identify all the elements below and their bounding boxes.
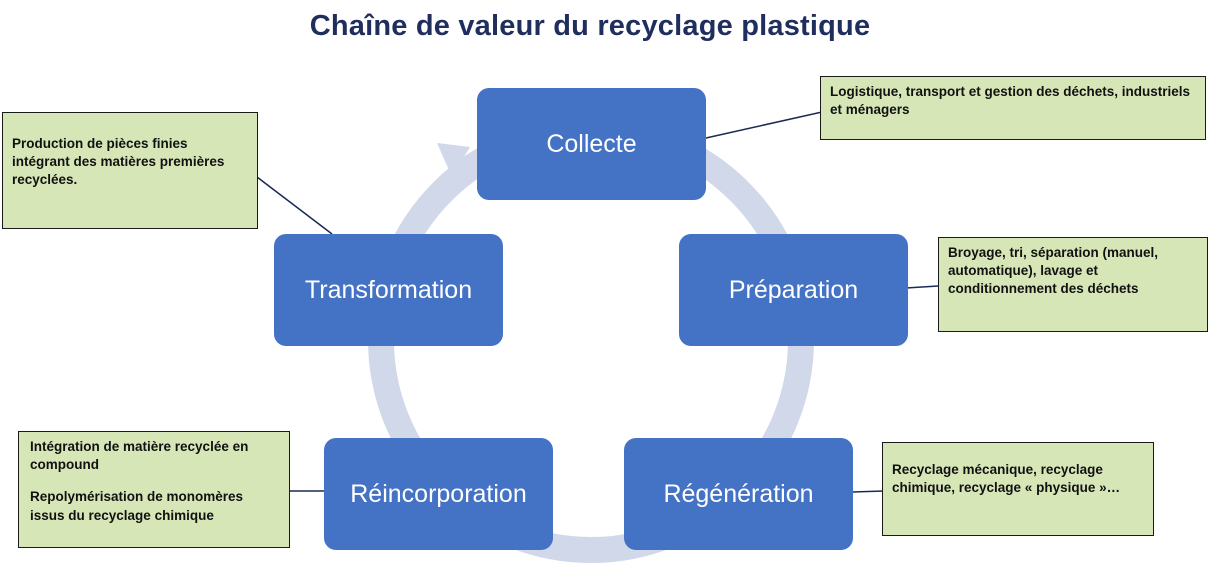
connector-collecte: [705, 111, 823, 139]
connector-regeneration: [851, 490, 885, 493]
note-transformation-text: Production de pièces finies intégrant de…: [12, 136, 225, 188]
note-regeneration-text: Recyclage mécanique, recyclage chimique,…: [892, 462, 1121, 496]
step-transformation: Transformation: [274, 234, 503, 346]
step-preparation: Préparation: [679, 234, 908, 346]
step-reincorporation: Réincorporation: [324, 438, 553, 550]
note-reincorporation-text-2: Repolymérisation de monomères issus du r…: [30, 489, 244, 523]
step-collecte: Collecte: [477, 88, 706, 200]
note-regeneration: Recyclage mécanique, recyclage chimique,…: [882, 442, 1154, 536]
connector-preparation: [905, 285, 939, 289]
note-preparation-text: Broyage, tri, séparation (manuel, automa…: [948, 245, 1159, 297]
diagram-title: Chaîne de valeur du recyclage plastique: [309, 10, 871, 42]
note-collecte: Logistique, transport et gestion des déc…: [820, 76, 1206, 140]
note-collecte-text: Logistique, transport et gestion des déc…: [830, 84, 1191, 118]
note-reincorporation: Intégration de matière recyclée en compo…: [18, 431, 290, 548]
connector-transformation: [256, 176, 333, 235]
note-reincorporation-text-1: Intégration de matière recyclée en compo…: [30, 439, 249, 473]
note-transformation: Production de pièces finies intégrant de…: [2, 112, 258, 229]
step-regeneration: Régénération: [624, 438, 853, 550]
cycle-arrowhead: [437, 143, 470, 177]
note-preparation: Broyage, tri, séparation (manuel, automa…: [938, 237, 1208, 332]
